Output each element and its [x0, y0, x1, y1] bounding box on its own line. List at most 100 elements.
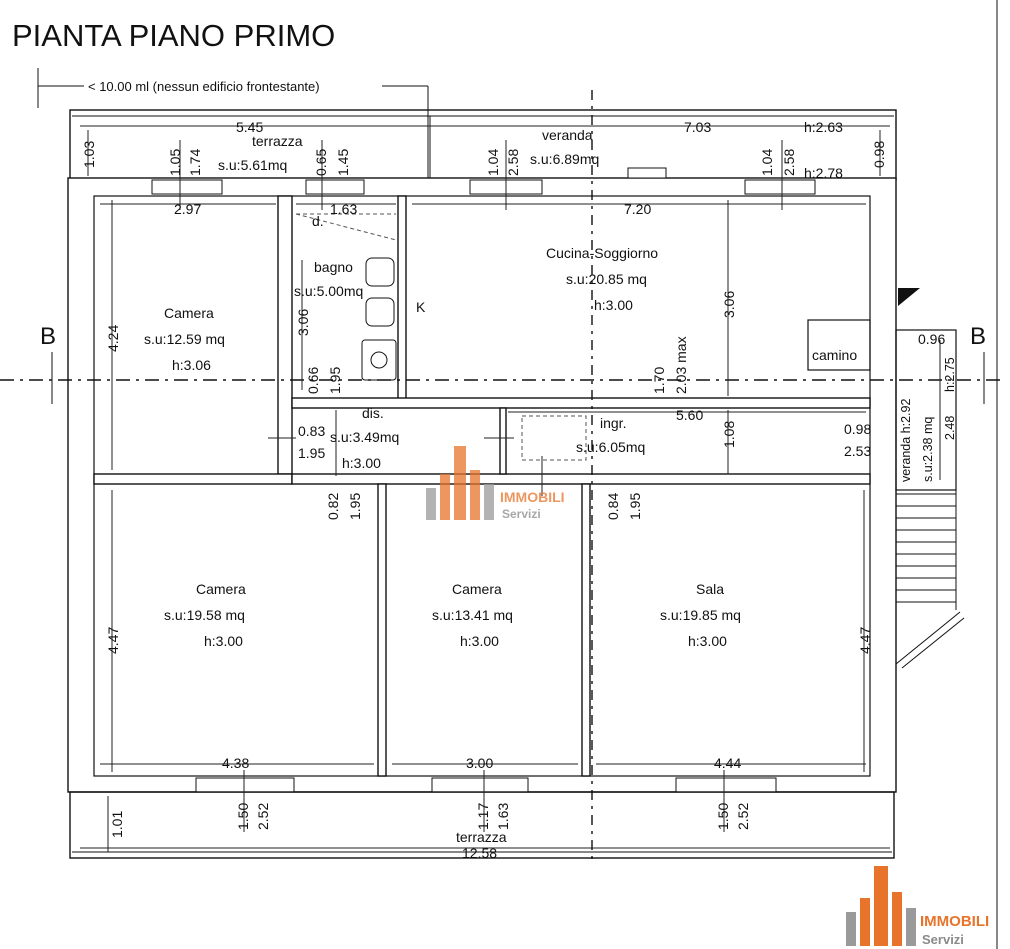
- veranda-top-name: veranda: [542, 127, 593, 143]
- dim-163: 1.63: [330, 201, 357, 217]
- ingr-name: ingr.: [600, 415, 626, 431]
- dim-703: 7.03: [684, 119, 711, 135]
- ingr-area: s.u:6.05mq: [576, 439, 645, 455]
- dim-103: 1.03: [81, 141, 97, 168]
- dim-306b: 3.06: [721, 291, 737, 318]
- terrazza-top-name: terrazza: [252, 133, 303, 149]
- side-veranda: [895, 329, 957, 491]
- dim-098-ingr: 0.98: [844, 421, 871, 437]
- side-veranda-area: s.u:2.38 mq: [921, 417, 935, 482]
- dim-447b: 4.47: [857, 627, 873, 654]
- logo-sub-corner: Servizi: [922, 932, 964, 947]
- logo-sub-center: Servizi: [502, 507, 541, 521]
- dim-082: 0.82: [325, 493, 341, 520]
- logo-brand-corner: IMMOBILI: [920, 913, 989, 930]
- exterior-wall-inner: [93, 195, 871, 777]
- watermark-logo-center: IMMOBILI Servizi: [426, 446, 565, 521]
- distance-note: < 10.00 ml (nessun edificio frontestante…: [88, 79, 320, 94]
- dim-150a: 1.50: [235, 803, 251, 830]
- dim-203-max: 2.03 max: [673, 336, 689, 394]
- dim-300: 3.00: [466, 755, 493, 771]
- dim-444: 4.44: [714, 755, 741, 771]
- dim-248: 2.48: [943, 416, 957, 440]
- camino-label: camino: [812, 347, 857, 363]
- dis-name: dis.: [362, 405, 384, 421]
- bottom-windows: [195, 777, 777, 793]
- dim-105: 1.05: [167, 149, 183, 176]
- cucina-h: h:3.00: [594, 297, 633, 313]
- dim-098: 0.98: [871, 141, 887, 168]
- dim-104b: 1.04: [759, 149, 775, 176]
- bottom-terrazza: [69, 791, 895, 859]
- dim-447a: 4.47: [105, 627, 121, 654]
- sala-area: s.u:19.85 mq: [660, 607, 741, 623]
- cucina-area: s.u:20.85 mq: [566, 271, 647, 287]
- camera3-area: s.u:13.41 mq: [432, 607, 513, 623]
- dim-150b: 1.50: [715, 803, 731, 830]
- camera1-h: h:3.06: [172, 357, 211, 373]
- dim-163b: 1.63: [495, 803, 511, 830]
- dimension-lines: [87, 130, 941, 852]
- cucina-name: Cucina-Soggiorno: [546, 245, 658, 261]
- ingr-stair-hole: [521, 415, 587, 461]
- terrazza-bottom-name: terrazza: [456, 829, 507, 845]
- external-stairs: [895, 490, 965, 669]
- dis-h: h:3.00: [342, 455, 381, 471]
- dim-083: 0.83: [298, 423, 325, 439]
- camera1-area: s.u:12.59 mq: [144, 331, 225, 347]
- dim-252a: 2.52: [255, 803, 271, 830]
- veranda-h1: h:2.63: [804, 119, 843, 135]
- camera1-name: Camera: [164, 305, 214, 321]
- side-veranda-h: h:2.75: [943, 357, 957, 392]
- dim-195-dis: 1.95: [298, 445, 325, 461]
- dim-108: 1.08: [721, 421, 737, 448]
- terrazza-top-area: s.u:5.61mq: [218, 157, 287, 173]
- dim-145: 1.45: [335, 149, 351, 176]
- dim-195-sala: 1.95: [627, 493, 643, 520]
- dim-084: 0.84: [605, 493, 621, 520]
- camera2-area: s.u:19.58 mq: [164, 607, 245, 623]
- dim-438: 4.38: [222, 755, 249, 771]
- dim-104a: 1.04: [485, 149, 501, 176]
- bagno-area: s.u:5.00mq: [294, 283, 363, 299]
- logo-brand-center: IMMOBILI: [500, 489, 565, 505]
- page-title: PIANTA PIANO PRIMO: [12, 18, 335, 53]
- camera2-h: h:3.00: [204, 633, 243, 649]
- dim-720: 7.20: [624, 201, 651, 217]
- sala-h: h:3.00: [688, 633, 727, 649]
- dim-424: 4.24: [105, 325, 121, 352]
- dim-170: 1.70: [651, 367, 667, 394]
- dim-253: 2.53: [844, 443, 871, 459]
- dim-065: 0.65: [313, 149, 329, 176]
- dim-258b: 2.58: [781, 149, 797, 176]
- dim-560: 5.60: [676, 407, 703, 423]
- dim-096: 0.96: [918, 331, 945, 347]
- watermark-logo-corner: IMMOBILI Servizi: [846, 866, 989, 947]
- top-windows: [151, 167, 816, 195]
- side-veranda-name: veranda h:2.92: [899, 399, 913, 482]
- sala-name: Sala: [696, 581, 724, 597]
- dim-066: 0.66: [305, 367, 321, 394]
- veranda-top-area: s.u:6.89mq: [530, 151, 599, 167]
- section-marker-right: B: [970, 323, 986, 350]
- cucina-k: K: [416, 299, 426, 315]
- bagno-name: bagno: [314, 259, 353, 275]
- dim-1258: 12.58: [462, 845, 497, 861]
- dim-101: 1.01: [109, 811, 125, 838]
- dim-195-c2: 1.95: [347, 493, 363, 520]
- dim-117: 1.17: [475, 803, 491, 830]
- dim-258a: 2.58: [505, 149, 521, 176]
- bagno-d: d.: [312, 213, 324, 229]
- dim-306a: 3.06: [295, 309, 311, 336]
- dis-area: s.u:3.49mq: [330, 429, 399, 445]
- dim-545: 5.45: [236, 119, 263, 135]
- section-marker-left: B: [40, 323, 56, 350]
- veranda-h2: h:2.78: [804, 165, 843, 181]
- camera3-h: h:3.00: [460, 633, 499, 649]
- dim-297: 2.97: [174, 201, 201, 217]
- camera2-name: Camera: [196, 581, 246, 597]
- camino-fireplace: [807, 319, 871, 371]
- dim-252b: 2.52: [735, 803, 751, 830]
- interior-walls: [93, 195, 871, 777]
